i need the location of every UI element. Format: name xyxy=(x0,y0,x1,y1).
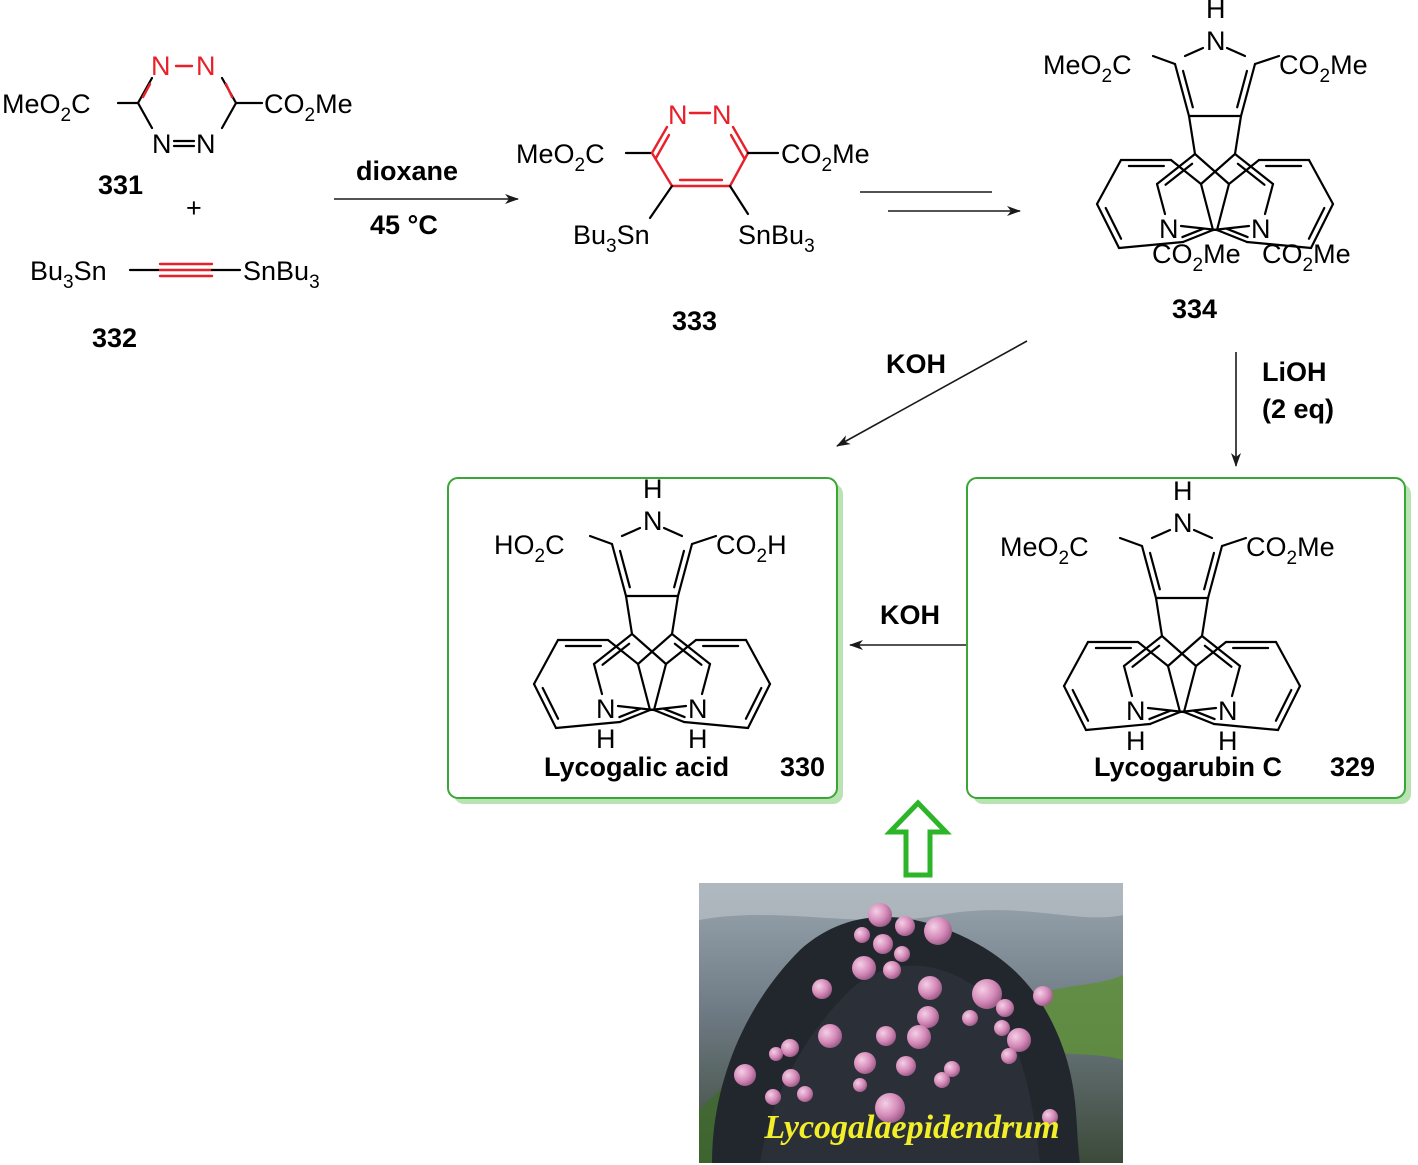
n-atom: N xyxy=(152,129,172,159)
step-koh-diagonal: KOH xyxy=(836,340,1028,447)
ester-group: CO2Me xyxy=(781,139,870,176)
n-atom: N xyxy=(196,129,216,159)
atom-label: N xyxy=(643,506,663,536)
atom-label: H xyxy=(596,724,616,754)
reagent-koh: KOH xyxy=(880,600,940,630)
compound-332: Bu3Sn SnBu3 332 xyxy=(30,256,320,353)
compound-333: N N MeO2C CO2Me Bu3Sn SnBu3 333 xyxy=(516,100,870,336)
stannyl-group: SnBu3 xyxy=(243,256,320,293)
stannyl-group: Bu3Sn xyxy=(573,220,650,257)
compound-number: 334 xyxy=(1172,294,1217,324)
reagent-temperature: 45 °C xyxy=(370,210,438,240)
atom-label: H xyxy=(1206,0,1226,24)
atom-label: N xyxy=(596,694,616,724)
atom-label: H xyxy=(1126,726,1146,756)
ester-group: MeO2C xyxy=(516,139,605,176)
atom-label: N xyxy=(1206,26,1226,56)
source-arrow-icon xyxy=(884,799,952,878)
atom-label: H xyxy=(688,724,708,754)
ester-group: CO2Me xyxy=(264,89,353,126)
reagent-solvent: dioxane xyxy=(356,156,458,186)
atom-label: H xyxy=(1218,726,1238,756)
multi-step-arrow xyxy=(860,191,1021,216)
reagent-koh: KOH xyxy=(886,349,946,379)
step-koh-horizontal: KOH xyxy=(849,600,966,650)
atom-label: H xyxy=(643,474,663,504)
n-atom: N xyxy=(196,51,216,81)
substituent-group: MeO2C xyxy=(1000,532,1089,569)
ester-group: MeO2C xyxy=(2,89,91,126)
n-atom: N xyxy=(668,100,688,130)
reagent-equivalents: (2 eq) xyxy=(1262,394,1334,424)
atom-label: N xyxy=(1173,508,1193,538)
atom-label: N xyxy=(1218,696,1238,726)
substituent-group: CO2Me xyxy=(1152,239,1241,276)
compound-name: Lycogarubin C xyxy=(1094,752,1282,782)
compound-name: Lycogalic acid xyxy=(544,752,729,782)
substituent-group: CO2H xyxy=(716,530,787,567)
compound-number: 333 xyxy=(672,306,717,336)
stannyl-group: Bu3Sn xyxy=(30,256,107,293)
compound-number: 331 xyxy=(98,170,143,200)
photo-caption: Lycogalaepidendrum xyxy=(763,1109,1059,1146)
organism-photo: Lycogalaepidendrum xyxy=(699,883,1123,1163)
compound-number: 332 xyxy=(92,323,137,353)
substituent-group: CO2Me xyxy=(1279,50,1368,87)
step-1: dioxane 45 °C xyxy=(334,156,519,240)
compound-331: N N N N MeO2C CO2Me 331 xyxy=(2,51,353,200)
compound-number: 330 xyxy=(780,752,825,782)
atom-label: N xyxy=(688,694,708,724)
substituent-group: HO2C xyxy=(494,530,565,567)
stannyl-group: SnBu3 xyxy=(738,220,815,257)
atom-label: N xyxy=(1126,696,1146,726)
n-atom: N xyxy=(712,100,732,130)
substituent-group: CO2Me xyxy=(1262,239,1351,276)
product-box-lycogarubin-c xyxy=(966,477,1406,799)
reagent-lioh: LiOH xyxy=(1262,357,1327,387)
plus-sign: + xyxy=(186,193,202,223)
atom-label: N xyxy=(1251,214,1271,244)
product-box-lycogalic-acid xyxy=(447,477,838,799)
substituent-group: MeO2C xyxy=(1043,50,1132,87)
atom-label: H xyxy=(1173,476,1193,506)
atom-label: N xyxy=(1159,214,1179,244)
compound-number: 329 xyxy=(1330,752,1375,782)
n-atom: N xyxy=(151,51,171,81)
substituent-group: CO2Me xyxy=(1246,532,1335,569)
step-lioh: LiOH (2 eq) xyxy=(1231,352,1334,467)
